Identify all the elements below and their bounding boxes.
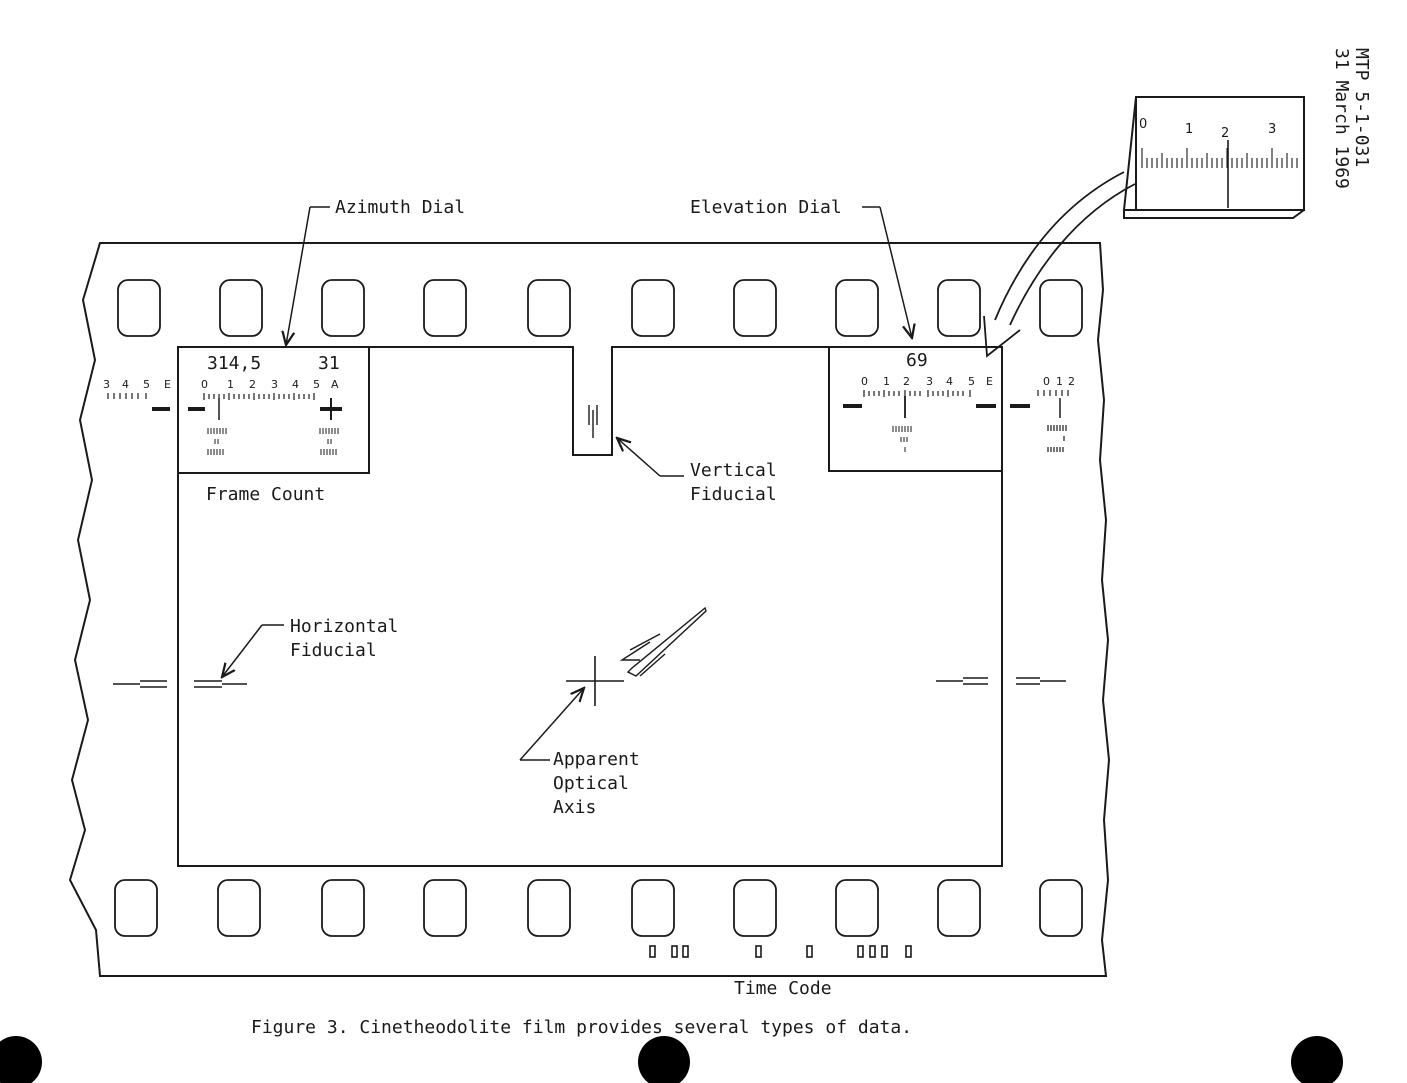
svg-text:4: 4 — [946, 375, 953, 388]
svg-text:Optical: Optical — [553, 773, 629, 794]
binder-holes — [0, 1036, 1343, 1083]
film-strip-outline — [68, 242, 1111, 977]
optical-axis-callout: Apparent Optical Axis — [519, 688, 640, 818]
film-frame — [177, 346, 1003, 867]
frame-count-readout: 31 — [318, 353, 340, 374]
figure-caption: Figure 3. Cinetheodolite film provides s… — [251, 1017, 912, 1038]
svg-text:E: E — [986, 375, 993, 388]
doc-number: MTP 5-1-031 — [1351, 48, 1372, 167]
svg-text:Horizontal: Horizontal — [290, 616, 398, 637]
sprocket-holes-top — [117, 279, 1083, 337]
elevation-scale: 0 1 2 3 4 5 E — [861, 375, 993, 388]
svg-text:A: A — [331, 378, 339, 391]
svg-text:2: 2 — [1221, 126, 1229, 141]
vertical-fiducial-callout: Vertical Fiducial — [617, 438, 777, 505]
horizontal-fiducial-marks — [113, 677, 1066, 688]
svg-text:2: 2 — [903, 375, 910, 388]
azimuth-dial-box — [177, 346, 370, 474]
svg-text:1: 1 — [1056, 375, 1063, 388]
svg-text:Axis: Axis — [553, 797, 596, 818]
elevation-dial-callout: Elevation Dial — [690, 197, 912, 338]
svg-text:3: 3 — [1268, 122, 1276, 137]
svg-text:Vertical: Vertical — [690, 460, 777, 481]
horizontal-fiducial-callout: Horizontal Fiducial — [222, 616, 398, 677]
time-code-marks — [649, 945, 912, 958]
svg-text:Fiducial: Fiducial — [290, 640, 377, 661]
svg-text:Fiducial: Fiducial — [690, 484, 777, 505]
azimuth-readout: 314,5 — [207, 353, 261, 374]
svg-text:5: 5 — [313, 378, 320, 391]
svg-text:2: 2 — [1068, 375, 1075, 388]
azimuth-dial-callout: Azimuth Dial — [286, 197, 465, 345]
frame-count-label: Frame Count — [206, 484, 325, 505]
svg-text:E: E — [164, 378, 171, 391]
svg-text:0: 0 — [1043, 375, 1050, 388]
optical-axis-crosshair — [566, 656, 624, 706]
time-code-label: Time Code — [734, 978, 832, 999]
svg-text:4: 4 — [122, 378, 129, 391]
svg-text:5: 5 — [968, 375, 975, 388]
vertical-fiducial-mark — [588, 405, 598, 438]
inset-pointer-arrow — [983, 171, 1136, 358]
svg-text:1: 1 — [883, 375, 890, 388]
elevation-coded-marks — [892, 426, 912, 452]
elevation-dial-label: Elevation Dial — [690, 197, 842, 218]
inset-vernier-scale: 0 1 2 3 — [1122, 96, 1305, 219]
azimuth-dial-label: Azimuth Dial — [335, 197, 465, 218]
rocket-icon — [619, 606, 707, 677]
svg-text:3: 3 — [103, 378, 110, 391]
svg-text:1: 1 — [227, 378, 234, 391]
svg-text:5: 5 — [143, 378, 150, 391]
elevation-ticks — [863, 390, 971, 397]
document-header: MTP 5-1-031 31 March 1969 — [1331, 48, 1372, 189]
svg-text:4: 4 — [292, 378, 299, 391]
svg-text:3: 3 — [271, 378, 278, 391]
sprocket-holes-bottom — [114, 879, 1083, 937]
azimuth-scale: 0 1 2 3 4 5 A — [201, 378, 339, 391]
doc-date: 31 March 1969 — [1331, 48, 1352, 189]
azimuth-left-scale: 3 4 5 E — [103, 378, 171, 391]
inset-ticks — [1141, 140, 1298, 208]
svg-text:0: 0 — [201, 378, 208, 391]
svg-text:Apparent: Apparent — [553, 749, 640, 770]
azimuth-ticks — [203, 393, 315, 400]
svg-text:3: 3 — [926, 375, 933, 388]
elevation-readout: 69 — [906, 350, 928, 371]
azimuth-coded-marks — [207, 428, 339, 455]
svg-text:2: 2 — [249, 378, 256, 391]
svg-text:0: 0 — [1139, 117, 1147, 132]
svg-text:1: 1 — [1185, 122, 1193, 137]
elevation-dial-box — [828, 346, 1003, 472]
svg-text:0: 0 — [861, 375, 868, 388]
elevation-right-scale: 0 1 2 — [1043, 375, 1075, 388]
